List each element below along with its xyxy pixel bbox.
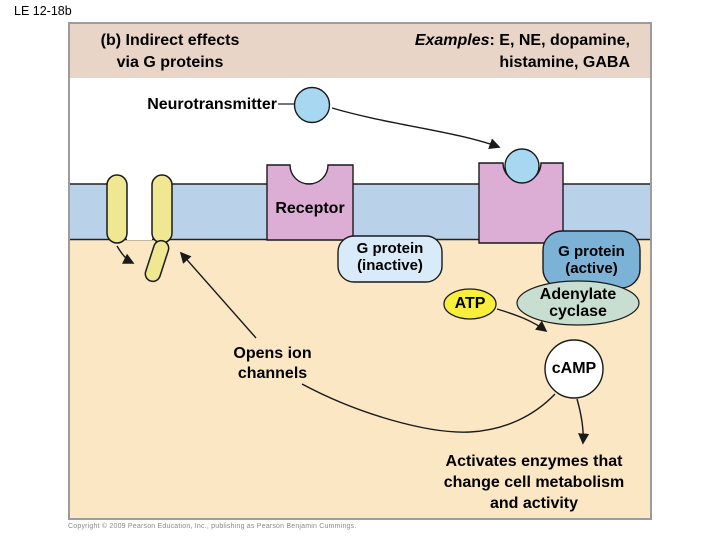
adenylate-cyclase-label: Adenylate cyclase [539,286,617,320]
copyright-text: Copyright © 2009 Pearson Education, Inc.… [68,523,357,530]
panel-title: (b) Indirect effects via G proteins [90,30,250,74]
panel-title-line1: (b) Indirect effects [100,32,240,49]
panel-title-line2: via G proteins [116,54,224,71]
camp-label: cAMP [551,360,597,377]
figure-label: LE 12-18b [14,4,72,18]
examples-rest: : E, NE, dopamine, [489,32,630,49]
examples-line1: Examples: E, NE, dopamine, [380,30,630,52]
header-bar [70,24,650,78]
receptor-label: Receptor [275,200,345,217]
activates-enzymes-label: Activates enzymes that change cell metab… [443,453,625,512]
g-protein-active-label: G protein (active) [558,243,625,277]
neurotransmitter-label: Neurotransmitter [147,96,277,113]
g-protein-inactive-label: G protein (inactive) [356,240,424,274]
opens-ion-channels-label: Opens ion channels [233,345,312,382]
examples-word: Examples [414,32,490,49]
examples-text: Examples: E, NE, dopamine, histamine, GA… [380,30,630,74]
atp-label: ATP [454,295,486,312]
examples-line2: histamine, GABA [499,54,630,71]
